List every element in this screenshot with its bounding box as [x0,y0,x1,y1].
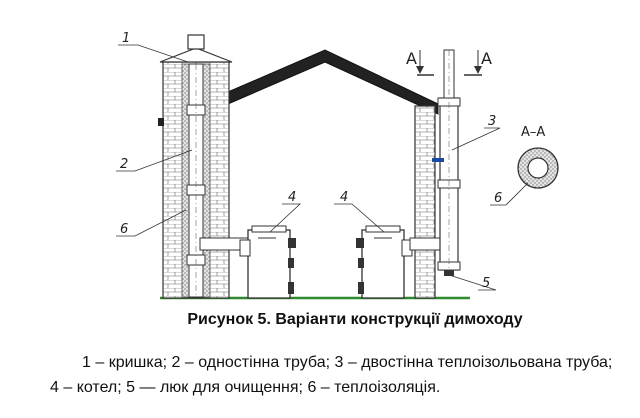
callout-cleaning-hatch: 5 [482,276,490,291]
figure-caption: Рисунок 5. Варіанти конструкції димоходу [187,311,523,328]
insulated-pipe [432,49,461,276]
callout-single-pipe: 2 [120,157,128,172]
section-mark-right: А [481,49,492,68]
callout-cap: 1 [122,31,130,46]
house-wall-right [414,105,436,299]
callout-insulation-left: 6 [120,222,128,237]
callouts [116,44,529,291]
section-title: А–А [521,125,545,140]
boiler-right [356,225,413,299]
section-mark-left: А [406,49,417,68]
section-marks: А А [406,49,492,76]
section-view: А–А [517,125,559,189]
figure-legend: 1 – кришка; 2 – одностінна труба; 3 – дв… [50,354,613,396]
single-wall-pipe [186,63,249,298]
callout-insulation-section: 6 [494,191,502,206]
callout-boiler-right: 4 [340,190,348,205]
chimney-diagram: А А А–А 1 2 6 4 4 3 5 6 [116,31,559,300]
boiler-left [239,225,296,299]
callout-boiler-left: 4 [288,190,296,205]
callout-insulated-pipe: 3 [488,114,496,129]
